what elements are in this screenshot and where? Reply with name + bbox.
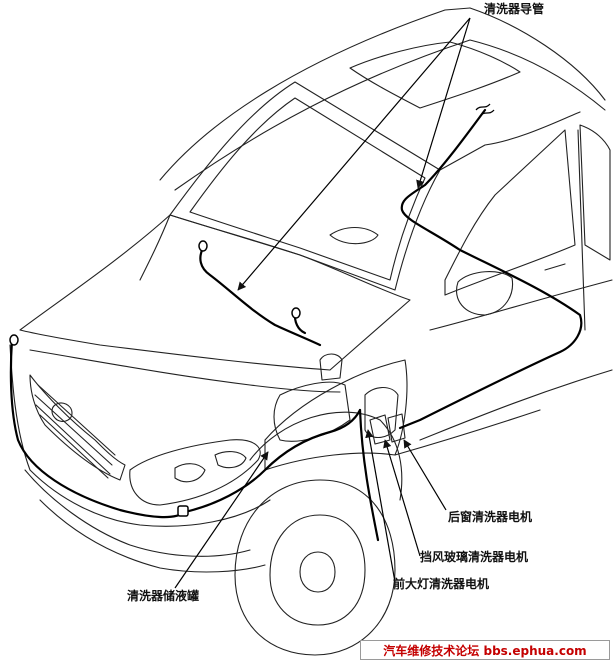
label-windshield-washer-motor: 挡风玻璃清洗器电机 [420,550,529,564]
front-bumper [9,344,271,527]
windshield-inner [189,97,426,281]
windshield-nozzle-right [291,307,301,319]
front-wheel-rim [269,514,366,626]
door-bottom [419,369,613,441]
leader-washer-hose-1 [416,17,471,189]
door-line [429,279,613,331]
label-washer-hose: 清洗器导管 [484,2,545,16]
hood-outline [19,214,411,371]
a-pillar [439,111,581,171]
hood-line [29,349,341,393]
sunroof [349,41,521,109]
leader-reservoir [174,451,269,589]
windshield-outer [169,81,441,291]
watermark-banner: 汽车维修技术论坛 bbs.ephua.com [360,640,610,660]
side-mirror [456,271,514,316]
front-wheel-hub [299,551,336,593]
leader-headlight-motor [365,429,396,583]
grille-emblem [51,402,73,422]
lower-bumper [24,469,251,557]
washer-hose-headlight [9,338,187,519]
door-handle [544,263,566,271]
side-window-rear [579,124,611,261]
grille [29,374,126,481]
hose-break-mark [475,103,495,117]
hood-crease [139,214,171,281]
roof-top-edge [174,39,606,191]
leader-washer-hose-2 [237,17,471,291]
washer-hose-rear [398,108,583,430]
bumper-bottom [39,499,266,573]
headlight-nozzle-left [9,334,19,346]
leader-windshield-motor [383,439,421,557]
label-rear-window-washer-motor: 后窗清洗器电机 [448,510,533,524]
watermark-text: 汽车维修技术论坛 bbs.ephua.com [383,643,587,658]
label-washer-reservoir: 清洗器储液罐 [127,589,200,603]
roof-outline [159,7,471,181]
roof-rear-line [469,7,606,101]
fender-well [264,359,408,471]
windshield-nozzle-left [198,240,208,252]
door-seam [577,129,586,331]
headlight [129,439,261,506]
headlight-nozzle-right [177,505,189,517]
label-headlight-washer-motor: 前大灯清洗器电机 [393,577,490,591]
side-window-front [444,129,576,296]
rearview-mirror [329,226,379,245]
leader-rear-motor [403,439,447,511]
washer-hose-front [199,246,322,347]
front-wheel-outer [234,479,396,656]
